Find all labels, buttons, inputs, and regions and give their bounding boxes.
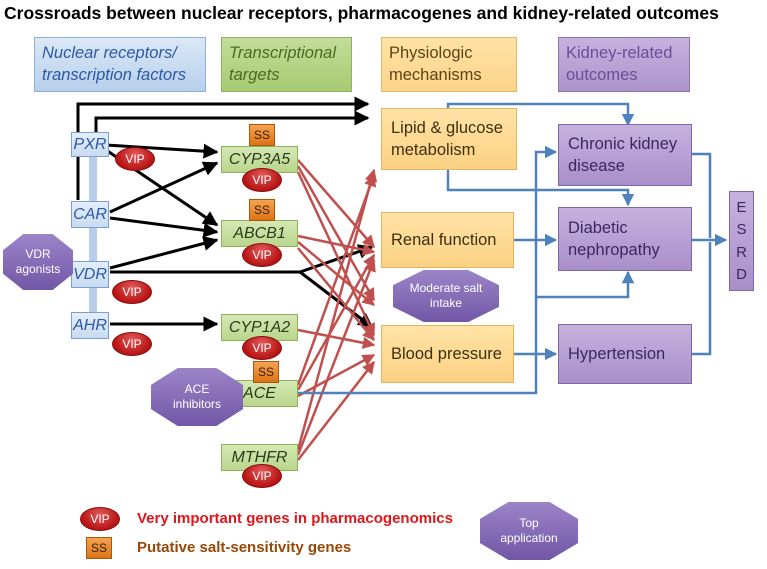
receptor-pxr: PXR xyxy=(71,132,109,157)
mechanism-lipid-glucose: Lipid & glucose metabolism xyxy=(381,108,517,170)
receptor-vdr: VDR xyxy=(71,261,109,288)
vip-badge-vdr: VIP xyxy=(112,280,152,304)
receptor-car: CAR xyxy=(71,201,109,228)
vip-badge-cyp3a5: VIP xyxy=(242,168,282,192)
esrd-letter-s: S xyxy=(736,221,747,239)
vip-badge-pxr: VIP xyxy=(115,147,155,171)
esrd-letter-e: E xyxy=(736,198,747,216)
diagram-title: Crossroads between nuclear receptors, ph… xyxy=(4,3,719,23)
header-nuclear-receptors: Nuclear receptors/ transcription factors xyxy=(34,37,206,92)
legend-ss-text: Putative salt-sensitivity genes xyxy=(137,539,352,556)
legend-top-application: Top application xyxy=(480,502,578,560)
legend-vip-badge: VIP xyxy=(80,507,120,531)
app-ace-inhibitors: ACE inhibitors xyxy=(151,368,243,426)
outcome-diabetic-nephropathy: Diabetic nephropathy xyxy=(558,207,692,271)
outcome-ckd: Chronic kidney disease xyxy=(558,124,692,186)
outcome-hypertension: Hypertension xyxy=(558,324,692,384)
ss-badge-cyp3a5: SS xyxy=(249,124,275,146)
outcome-esrd: E S R D xyxy=(729,191,754,291)
ss-badge-ace: SS xyxy=(253,361,279,383)
header-physiologic-mechanisms: Physiologic mechanisms xyxy=(381,37,517,92)
receptor-ahr: AHR xyxy=(71,312,109,339)
vip-badge-ahr: VIP xyxy=(112,332,152,356)
app-salt-intake: Moderate salt intake xyxy=(393,270,499,322)
target-cyp1a2: CYP1A2 xyxy=(221,314,298,341)
receptor-arrows xyxy=(76,96,374,332)
vip-badge-abcb1: VIP xyxy=(242,243,282,267)
vip-badge-mthfr: VIP xyxy=(242,464,282,488)
header-kidney-outcomes: Kidney-related outcomes xyxy=(558,37,690,92)
mechanism-arrows xyxy=(298,102,728,395)
legend-vip-text: Very important genes in pharmacogenomics xyxy=(137,510,453,527)
header-transcriptional-targets: Transcriptional targets xyxy=(221,37,352,92)
target-cyp3a5: CYP3A5 xyxy=(221,146,298,173)
receptor-bar xyxy=(89,154,97,324)
app-vdr-agonists: VDR agonists xyxy=(3,234,73,290)
legend-ss-badge: SS xyxy=(86,537,112,559)
target-arrows xyxy=(296,159,378,461)
vip-badge-cyp1a2: VIP xyxy=(242,336,282,360)
esrd-letter-d: D xyxy=(736,266,747,284)
ss-badge-abcb1: SS xyxy=(249,199,275,221)
esrd-letter-r: R xyxy=(736,243,747,261)
mechanism-blood-pressure: Blood pressure xyxy=(381,325,514,383)
mechanism-renal-function: Renal function xyxy=(381,212,514,268)
